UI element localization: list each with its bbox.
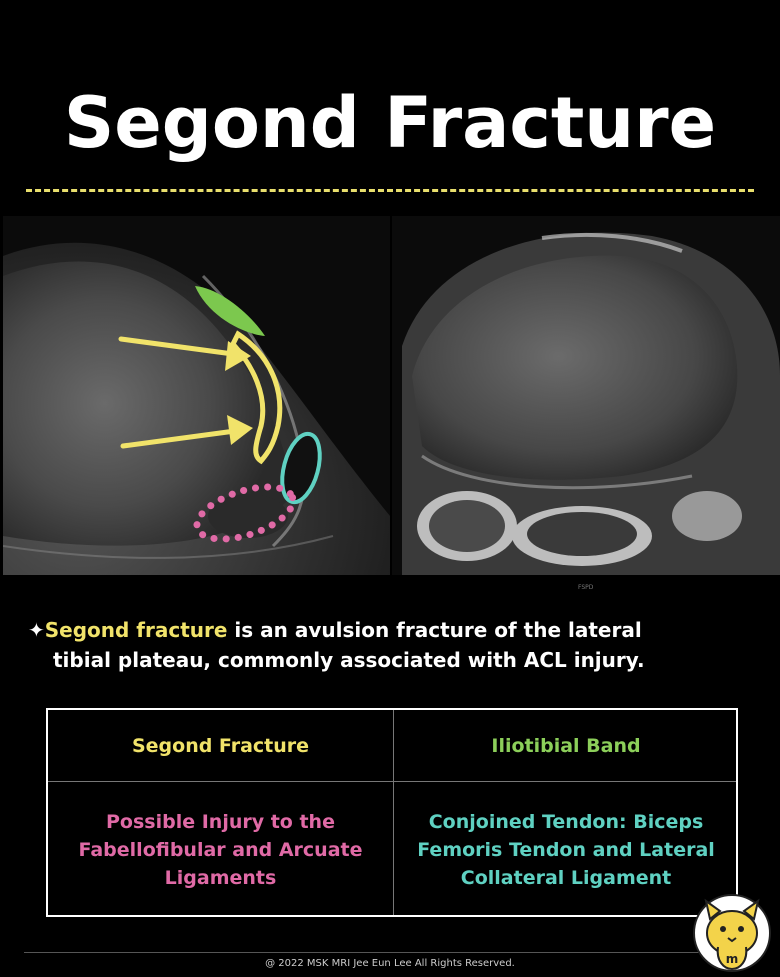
bullet-icon: ✦ xyxy=(28,618,45,642)
description-highlight: Segond fracture xyxy=(44,618,228,642)
itb-marker xyxy=(195,286,265,336)
page-title: Segond Fracture xyxy=(63,82,717,164)
conjoined-tendon-marker xyxy=(280,431,322,505)
svg-text:m: m xyxy=(726,952,739,966)
arrow-upper xyxy=(118,336,251,371)
copyright: @ 2022 MSK MRI Jee Eun Lee All Rights Re… xyxy=(265,958,515,969)
table-cell-itb: Conjoined Tendon: Biceps Femoris Tendon … xyxy=(417,810,715,889)
segond-fragment-outline xyxy=(229,330,283,465)
mri-image xyxy=(392,216,780,575)
table-cell-segond: Possible Injury to the Fabellofibular an… xyxy=(78,810,363,889)
description-line1: is an avulsion fracture of the lateral xyxy=(227,618,642,642)
table-header-segond: Segond Fracture xyxy=(131,734,310,757)
footer-divider xyxy=(24,952,729,953)
description-line2: tibial plateau, commonly associated with… xyxy=(53,648,645,672)
title-divider xyxy=(26,189,754,192)
table-header-itb: Iliotibial Band xyxy=(491,734,641,757)
comparison-table: Segond Fracture Iliotibial Band Possible… xyxy=(46,708,738,917)
table-divider-horizontal xyxy=(48,781,736,782)
cat-mascot-icon: m xyxy=(688,889,776,973)
description: ✦Segond fracture is an avulsion fracture… xyxy=(28,615,758,675)
table-divider-vertical xyxy=(393,710,394,915)
fabellofibular-marker xyxy=(193,483,297,543)
mri-image-annotated xyxy=(3,216,390,575)
sequence-label: FSPD xyxy=(578,584,594,591)
arrow-lower xyxy=(120,415,253,449)
